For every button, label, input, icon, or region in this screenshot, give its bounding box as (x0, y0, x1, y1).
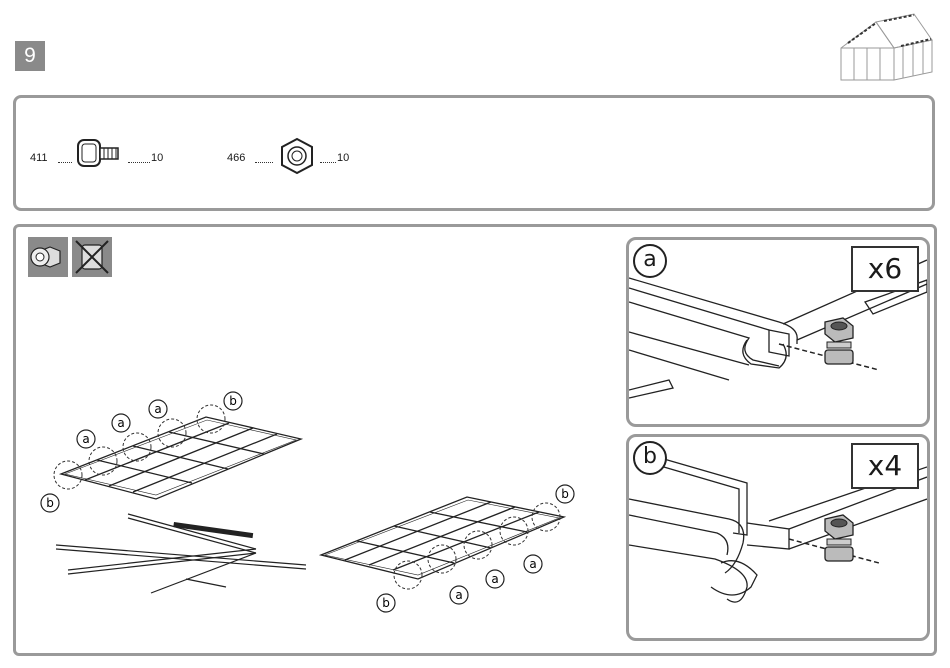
right-callout-labels: b a a a b (377, 485, 574, 612)
part-number: 411 (30, 152, 48, 164)
callout-a: a (524, 555, 542, 573)
callout-b: b (377, 594, 395, 612)
part-quantity: 10 (151, 152, 163, 164)
bolt-nut-assembly (825, 515, 853, 561)
callout-a: a (450, 586, 468, 604)
roof-panel-illustration: a a a b b (16, 227, 616, 647)
svg-text:b: b (382, 596, 390, 610)
callout-a: a (112, 414, 130, 432)
step-number-badge: 9 (15, 41, 45, 71)
square-bolt-icon (76, 136, 130, 176)
left-callout-labels: a a a b b (41, 392, 242, 512)
svg-text:a: a (491, 572, 498, 586)
svg-text:a: a (82, 432, 89, 446)
parts-list-panel: 411 10 466 10 (13, 95, 935, 211)
leader-dots (58, 162, 72, 163)
svg-text:a: a (154, 402, 161, 416)
callout-a: a (149, 400, 167, 418)
part-411: 411 10 (30, 98, 170, 214)
detail-quantity: x6 (851, 246, 919, 292)
leader-dots (255, 162, 273, 163)
bolt-nut-assembly (825, 318, 853, 364)
detail-b-panel: b x4 (626, 434, 930, 641)
svg-text:b: b (561, 487, 569, 501)
callout-b: b (224, 392, 242, 410)
svg-text:b: b (46, 496, 54, 510)
part-466: 466 10 (227, 98, 367, 214)
svg-text:b: b (229, 394, 237, 408)
callout-a: a (486, 570, 504, 588)
callout-b: b (556, 485, 574, 503)
part-number: 466 (227, 152, 245, 164)
svg-text:a: a (529, 557, 536, 571)
svg-text:a: a (117, 416, 124, 430)
assembly-step-panel: a a a b b (13, 224, 937, 656)
detail-a-panel: a x6 (626, 237, 930, 427)
svg-text:a: a (455, 588, 462, 602)
greenhouse-logo (836, 10, 936, 84)
callout-b: b (41, 494, 59, 512)
detail-quantity: x4 (851, 443, 919, 489)
left-roof-frame (61, 417, 301, 499)
callout-a: a (77, 430, 95, 448)
leader-dots (128, 162, 150, 163)
leader-dots (320, 162, 336, 163)
hex-nut-icon (277, 136, 317, 176)
part-quantity: 10 (337, 152, 349, 164)
detail-label: a (633, 244, 667, 278)
detail-label: b (633, 441, 667, 475)
